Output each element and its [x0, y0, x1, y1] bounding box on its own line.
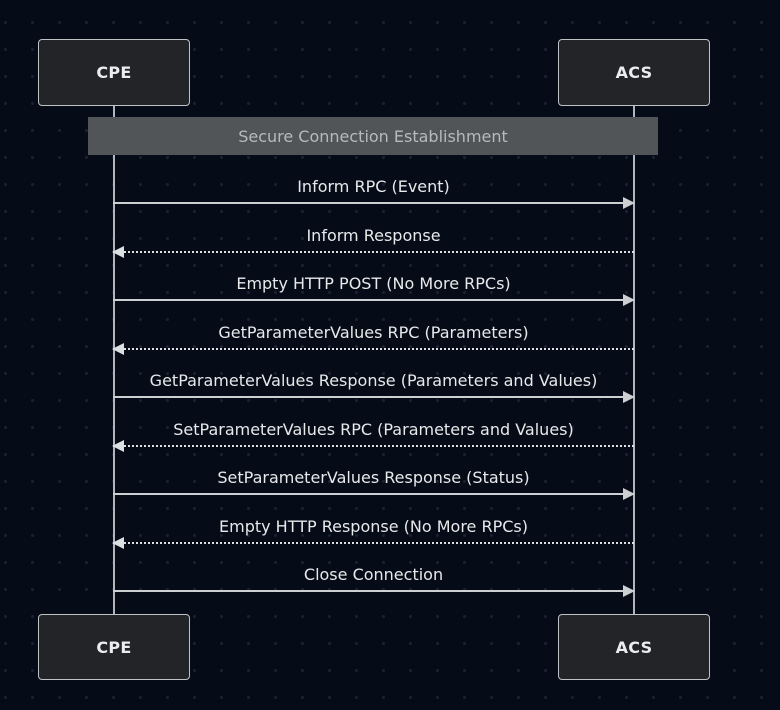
- arrow-line: [113, 590, 634, 592]
- message-label: GetParameterValues RPC (Parameters): [218, 323, 529, 342]
- arrow-line: [113, 202, 634, 204]
- message-inform-rpc: Inform RPC (Event): [113, 173, 635, 209]
- message-setparametervalues-rpc: SetParameterValues RPC (Parameters and V…: [112, 416, 634, 452]
- message-label: Inform RPC (Event): [297, 177, 450, 196]
- actor-box-acs-top: ACS: [558, 39, 710, 106]
- arrowhead-left-icon: [112, 343, 124, 355]
- message-close-connection: Close Connection: [113, 561, 635, 597]
- arrowhead-right-icon: [623, 488, 635, 500]
- message-label: Close Connection: [303, 565, 444, 584]
- arrowhead-right-icon: [623, 585, 635, 597]
- message-getparametervalues-response: GetParameterValues Response (Parameters …: [113, 367, 635, 403]
- message-label: GetParameterValues Response (Parameters …: [149, 371, 598, 390]
- arrowhead-right-icon: [623, 294, 635, 306]
- message-empty-http-post: Empty HTTP POST (No More RPCs): [113, 270, 635, 306]
- secure-connection-banner: Secure Connection Establishment: [88, 117, 658, 155]
- message-empty-http-response: Empty HTTP Response (No More RPCs): [112, 513, 634, 549]
- actor-label-acs-bottom: ACS: [615, 637, 653, 657]
- message-label: Empty HTTP Response (No More RPCs): [219, 517, 528, 536]
- arrow-line: [113, 251, 634, 253]
- arrow-line: [113, 299, 634, 301]
- arrow-line: [113, 445, 634, 447]
- arrow-line: [113, 348, 634, 350]
- banner-label: Secure Connection Establishment: [238, 126, 508, 146]
- arrow-line: [113, 542, 634, 544]
- actor-box-cpe-bottom: CPE: [38, 614, 190, 680]
- arrowhead-left-icon: [112, 537, 124, 549]
- lifeline-cpe: [113, 106, 115, 614]
- actor-label-cpe-bottom: CPE: [96, 637, 132, 657]
- arrow-line: [113, 493, 634, 495]
- message-label: Inform Response: [306, 226, 441, 245]
- arrowhead-right-icon: [623, 197, 635, 209]
- message-label: SetParameterValues RPC (Parameters and V…: [173, 420, 574, 439]
- arrowhead-left-icon: [112, 440, 124, 452]
- arrowhead-left-icon: [112, 246, 124, 258]
- actor-label-acs-top: ACS: [615, 63, 653, 82]
- message-label: Empty HTTP POST (No More RPCs): [236, 274, 511, 293]
- actor-box-acs-bottom: ACS: [558, 614, 710, 680]
- lifeline-acs: [633, 106, 635, 614]
- actor-box-cpe-top: CPE: [38, 39, 190, 106]
- message-inform-response: Inform Response: [112, 222, 634, 258]
- arrow-line: [113, 396, 634, 398]
- message-label: SetParameterValues Response (Status): [217, 468, 530, 487]
- arrowhead-right-icon: [623, 391, 635, 403]
- actor-label-cpe-top: CPE: [96, 63, 132, 82]
- message-getparametervalues-rpc: GetParameterValues RPC (Parameters): [112, 319, 634, 355]
- message-setparametervalues-response: SetParameterValues Response (Status): [113, 464, 635, 500]
